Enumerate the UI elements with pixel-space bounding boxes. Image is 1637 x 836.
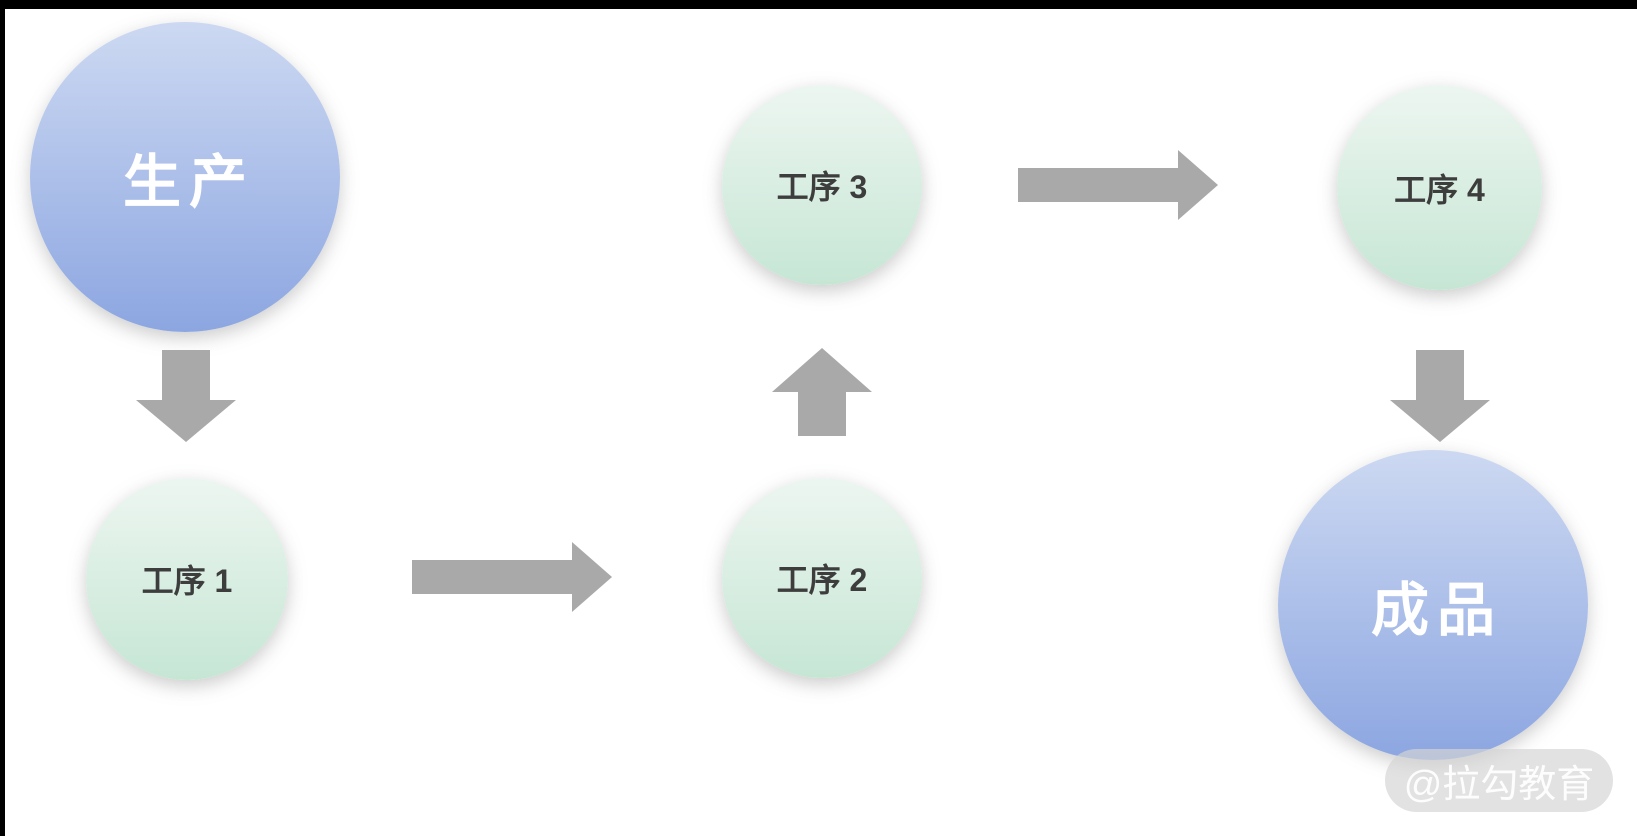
arrow-right-icon bbox=[1018, 150, 1218, 220]
node-process-4: 工序 4 bbox=[1337, 85, 1542, 290]
arrow-down-icon bbox=[1390, 350, 1490, 442]
node-process-1-label: 工序 1 bbox=[141, 563, 233, 599]
watermark-label: @拉勾教育 bbox=[1403, 764, 1595, 806]
node-production-label: 生产 bbox=[122, 150, 255, 215]
node-process-1: 工序 1 bbox=[86, 478, 288, 680]
node-process-2: 工序 2 bbox=[722, 478, 922, 678]
top-black-bar bbox=[0, 0, 1637, 9]
arrow-right-icon bbox=[412, 542, 612, 612]
node-finished-product-label: 成品 bbox=[1370, 578, 1503, 643]
node-process-3: 工序 3 bbox=[722, 85, 922, 285]
arrow-up-icon bbox=[772, 348, 872, 436]
watermark-badge: @拉勾教育 bbox=[1385, 749, 1613, 812]
node-production: 生产 bbox=[30, 22, 340, 332]
node-process-2-label: 工序 2 bbox=[776, 562, 868, 598]
arrow-down-icon bbox=[136, 350, 236, 442]
node-finished-product: 成品 bbox=[1278, 450, 1588, 760]
left-black-bar bbox=[0, 0, 5, 836]
node-process-3-label: 工序 3 bbox=[776, 169, 868, 205]
node-process-4-label: 工序 4 bbox=[1394, 171, 1485, 208]
